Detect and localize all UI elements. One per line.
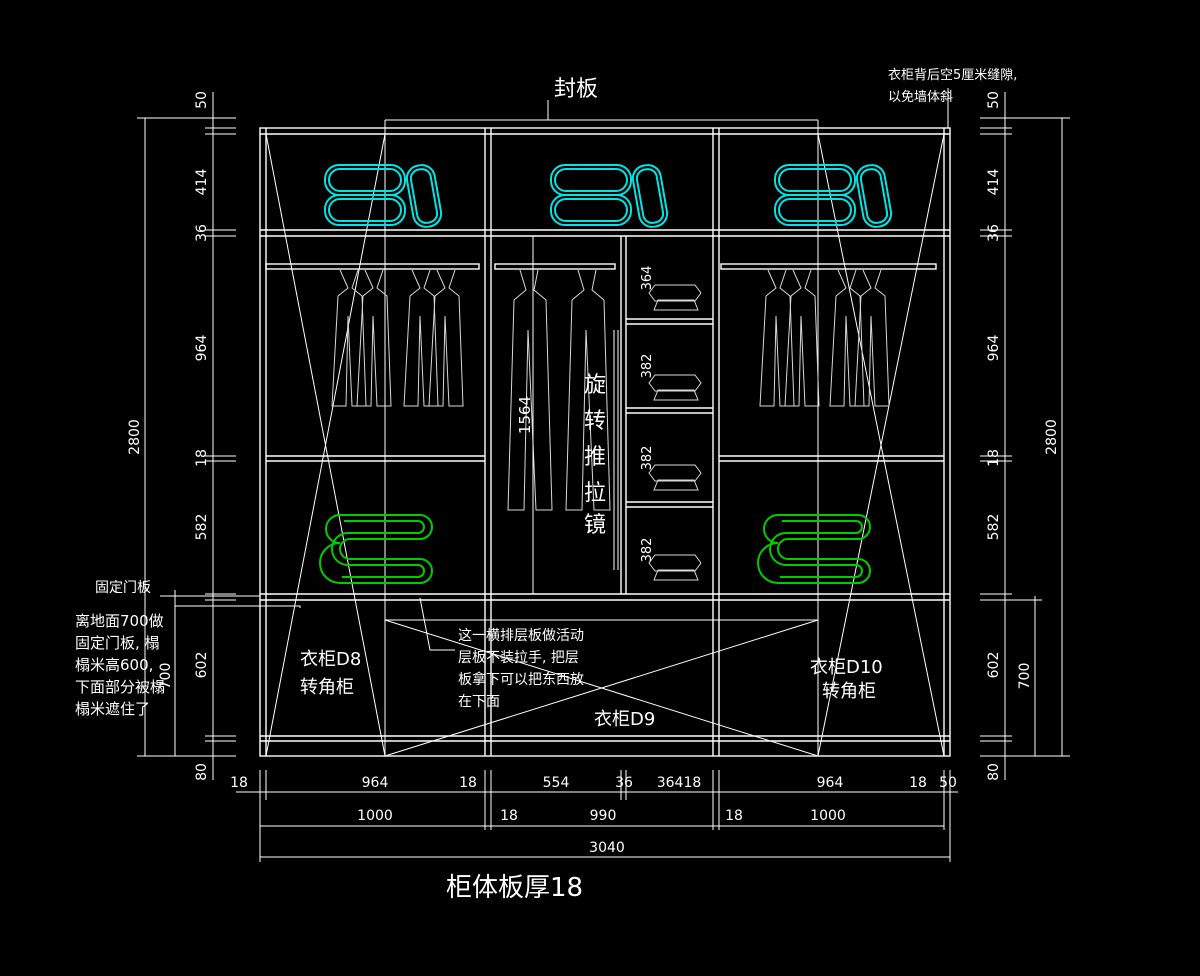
- dim-left-18: 18: [194, 449, 210, 467]
- mid-note-2: 层板不装拉手, 把层: [458, 650, 579, 666]
- dim-right-602: 602: [986, 652, 1002, 679]
- mirror-char-3: 推: [584, 445, 606, 470]
- dim-right-582: 582: [986, 514, 1002, 541]
- dim-b2-18a: 18: [500, 808, 518, 824]
- label-back-gap-2: 以免墙体斜: [888, 90, 953, 105]
- dim-inner-382b: 382: [640, 446, 655, 471]
- mirror-char-4: 拉: [584, 481, 606, 506]
- dimension-lines: [137, 92, 1070, 862]
- dim-right-50: 50: [986, 91, 1002, 109]
- dim-b1-964b: 964: [817, 775, 844, 791]
- mirror-char-2: 转: [584, 409, 606, 434]
- label-d10-1: 衣柜D10: [810, 657, 883, 678]
- dim-inner-382a: 382: [640, 354, 655, 379]
- dim-right-700: 700: [1017, 663, 1033, 690]
- dim-left-80: 80: [194, 763, 210, 781]
- dim-left-582: 582: [194, 514, 210, 541]
- left-note-5: 榻米遮住了: [75, 700, 150, 718]
- left-note-2: 固定门板, 榻: [75, 634, 160, 652]
- hanging-rod-left: [265, 263, 480, 270]
- dim-left-414: 414: [194, 169, 210, 196]
- dim-right-80: 80: [986, 763, 1002, 781]
- mirror-char-1: 旋: [584, 373, 606, 398]
- label-fixed-door: 固定门板: [95, 580, 151, 596]
- cabinet-structure: [259, 120, 951, 757]
- dim-1564: 1564: [516, 396, 534, 434]
- dim-b1-554: 554: [543, 775, 570, 791]
- folded-towels-top: [324, 164, 893, 228]
- mid-note-3: 板拿下可以把东西放: [458, 671, 584, 688]
- label-d8-1: 衣柜D8: [300, 649, 361, 670]
- dim-b1-964a: 964: [362, 775, 389, 791]
- dim-b2-18b: 18: [725, 808, 743, 824]
- dim-total-3040: 3040: [589, 840, 625, 856]
- dim-right-36: 36: [986, 224, 1002, 242]
- dim-b1-50: 50: [939, 775, 957, 791]
- label-d9: 衣柜D9: [594, 709, 655, 730]
- cabinet-outline: [259, 127, 951, 757]
- left-note-4: 下面部分被榻: [75, 678, 165, 696]
- bottom-title: 柜体板厚18: [446, 873, 583, 903]
- dim-b1-18c: 18: [909, 775, 927, 791]
- dim-right-964: 964: [986, 335, 1002, 362]
- dim-right-2800: 2800: [1044, 419, 1060, 455]
- hanging-rod-mid: [494, 263, 616, 270]
- dim-b1-36: 36: [615, 775, 633, 791]
- hanging-clothes: [331, 269, 890, 581]
- annotations: 封板 衣柜背后空5厘米缝隙, 以免墙体斜 固定门板 离地面700做 固定门板, …: [75, 67, 1060, 903]
- dim-inner-382c: 382: [640, 538, 655, 563]
- label-back-gap-1: 衣柜背后空5厘米缝隙,: [888, 67, 1017, 83]
- mid-note-1: 这一横排层板做活动: [458, 627, 584, 644]
- dim-left-36: 36: [194, 224, 210, 242]
- dim-b1-36418: 36418: [657, 775, 702, 791]
- dim-b1-18a: 18: [230, 775, 248, 791]
- dim-left-50: 50: [194, 91, 210, 109]
- mid-note-4: 在下面: [458, 694, 500, 710]
- folded-clothes-green: [319, 514, 871, 584]
- dim-inner-364: 364: [640, 266, 655, 291]
- label-d8-2: 转角柜: [300, 677, 354, 698]
- mirror-char-5: 镜: [584, 513, 606, 538]
- dim-b2-990: 990: [590, 808, 617, 824]
- dim-b1-18b: 18: [459, 775, 477, 791]
- dim-b2-1000a: 1000: [357, 808, 393, 824]
- dim-left-700: 700: [158, 663, 174, 690]
- left-note-1: 离地面700做: [75, 612, 164, 630]
- dim-b2-1000b: 1000: [810, 808, 846, 824]
- hanging-rod-right: [720, 263, 937, 270]
- label-top-panel: 封板: [554, 77, 598, 102]
- left-note-3: 榻米高600,: [75, 656, 153, 674]
- dim-right-18: 18: [986, 449, 1002, 467]
- dim-right-414: 414: [986, 169, 1002, 196]
- leader-lines: [160, 88, 949, 651]
- label-d10-2: 转角柜: [822, 681, 876, 702]
- dim-left-964: 964: [194, 335, 210, 362]
- dim-left-2800: 2800: [127, 419, 143, 455]
- dim-left-602: 602: [194, 652, 210, 679]
